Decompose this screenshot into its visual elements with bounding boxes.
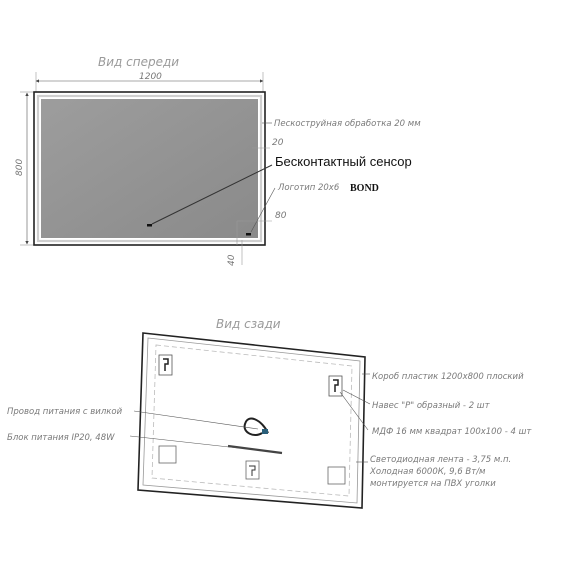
power-cable-label: Провод питания с вилкой — [7, 407, 123, 417]
hanger-right-icon — [328, 375, 343, 397]
power-cable-icon — [243, 417, 269, 436]
led-strip-label-line1: Светодиодная лента - 3,75 м.п. — [370, 455, 511, 465]
mdf-square-bottom-left — [158, 445, 177, 464]
offset-20-label: 20 — [272, 138, 284, 148]
box-label: Короб пластик 1200х800 плоский — [372, 372, 524, 382]
power-supply-icon — [227, 444, 283, 455]
logo-mark-icon — [246, 233, 251, 236]
sensor-label: Бесконтактный сенсор — [275, 154, 412, 169]
sandblast-label: Пескоструйная обработка 20 мм — [274, 119, 421, 129]
led-strip-outline — [151, 344, 353, 497]
front-view: Вид спереди 1200 800 Бесконтактный сенсо… — [15, 55, 421, 266]
mirror-surface — [41, 99, 258, 238]
led-strip-label-line3: монтируется на ПВХ уголки — [370, 479, 496, 489]
back-view-title: Вид сзади — [216, 317, 281, 331]
sandblast-border — [36, 94, 263, 243]
mdf-square-bottom-right — [327, 466, 346, 485]
width-dimension-label: 1200 — [139, 72, 162, 82]
led-strip-label-line2: Холодная 6000К, 9,6 Вт/м — [369, 467, 486, 477]
height-dimension-label: 800 — [15, 159, 25, 176]
hanger-label: Навес "Р" образный - 2 шт — [372, 401, 491, 411]
mdf-label: МДФ 16 мм квадрат 100х100 - 4 шт — [372, 427, 532, 437]
logo-offset-x-label: 80 — [275, 211, 287, 221]
power-supply-label: Блок питания IP20, 48W — [7, 433, 115, 443]
back-frame — [137, 332, 366, 509]
back-view: Вид сзади Провод п — [7, 317, 532, 509]
hanger-left-icon — [158, 354, 173, 376]
sensor-icon — [147, 224, 152, 227]
sensor-leader — [151, 164, 273, 225]
logo-offset-y-label: 40 — [227, 254, 237, 266]
front-view-title: Вид спереди — [98, 55, 179, 69]
logo-label: Логотип 20х6 — [277, 183, 340, 193]
brand-logo: BOND — [350, 183, 379, 194]
